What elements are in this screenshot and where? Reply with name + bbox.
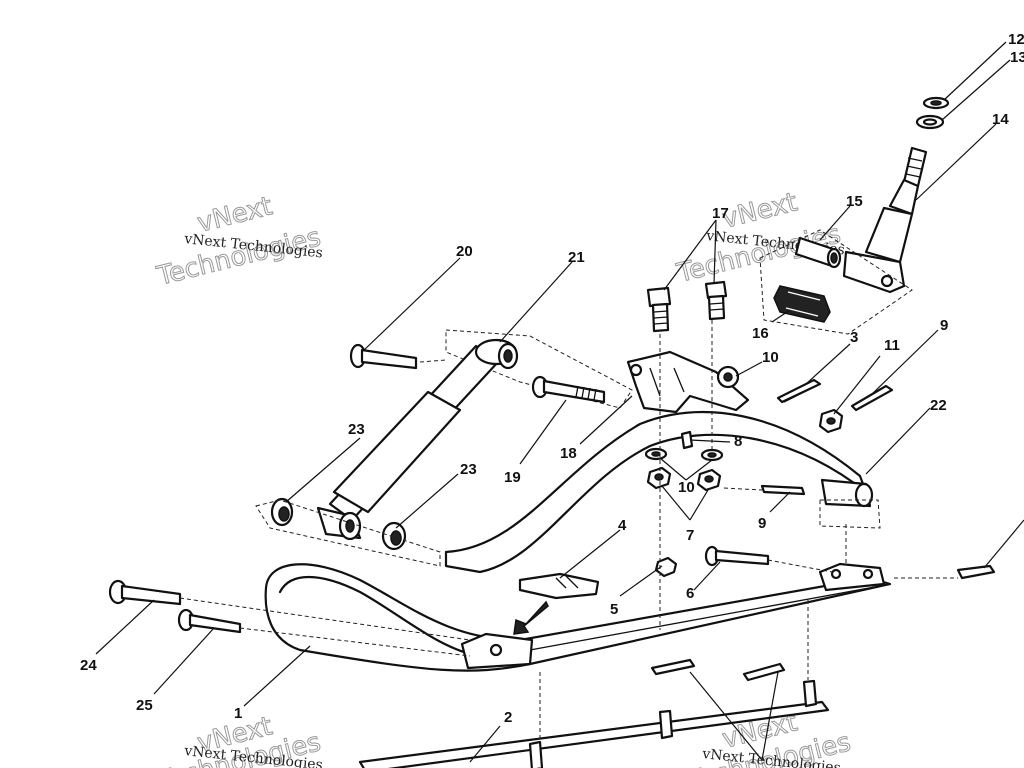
callout-23-left: 23 (348, 421, 365, 438)
spindle-bushing-10-upper (716, 365, 740, 389)
callout-17: 17 (712, 205, 729, 222)
cotter-pin-3 (776, 378, 822, 404)
callout-2: 2 (504, 709, 512, 726)
callout-5: 5 (610, 601, 618, 618)
shock-bushing-left-23 (270, 497, 294, 527)
spacer-8 (680, 430, 694, 450)
callout-14: 14 (992, 111, 1009, 128)
callout-24: 24 (80, 657, 97, 674)
shock-bolt-19 (531, 375, 606, 404)
alignment-lines (179, 320, 958, 740)
washer-10-lower (644, 447, 724, 462)
steering-spindle-14 (842, 146, 928, 294)
nut-11 (818, 408, 844, 434)
saddle-bolt-6 (704, 545, 770, 567)
callout-3: 3 (850, 329, 858, 346)
callout-20: 20 (456, 243, 473, 260)
callout-13: 13 (1010, 49, 1024, 66)
pivot-bolt-20 (349, 343, 418, 370)
callout-19: 19 (504, 469, 521, 486)
callout-12: 12 (1008, 31, 1024, 48)
bracket-bolt-17-right (704, 280, 728, 321)
shock-lower-guide (255, 499, 441, 567)
callout-10-lower-visible: 10 (678, 479, 695, 496)
ski-saddle-4 (518, 572, 600, 600)
wear-bar-2 (358, 679, 830, 768)
callout-9-lower: 9 (758, 515, 766, 532)
spindle-washer-12 (922, 96, 950, 110)
nut-5 (654, 556, 678, 578)
callout-23-right: 23 (460, 461, 477, 478)
ski-bolt-24 (108, 579, 182, 606)
leader-lines (95, 41, 1024, 763)
callout-1: 1 (234, 705, 242, 722)
bracket-bolt-17-left (646, 286, 672, 333)
watermark-top-right: vNext Technologies vNext Technologies (673, 187, 846, 290)
ski-bolt-25 (177, 608, 242, 634)
ski-mount-bracket-18 (626, 350, 750, 414)
spindle-bushing-15 (794, 236, 842, 269)
leaf-spring-22 (444, 411, 874, 574)
watermark-top-left: vNext Technologies vNext Technologies (153, 191, 324, 293)
cotter-pin-right-edge (956, 564, 996, 580)
spindle-washer-13 (915, 114, 945, 130)
cotter-pin-9-upper (850, 384, 894, 412)
ski-cotter-pins (650, 658, 786, 682)
cotter-pin-9-lower (760, 484, 806, 496)
spring-guide-box (819, 499, 881, 529)
spindle-bracket-16 (773, 285, 831, 323)
callout-16: 16 (752, 325, 769, 342)
callout-25: 25 (136, 697, 153, 714)
callout-6: 6 (686, 585, 694, 602)
callout-8: 8 (734, 433, 742, 450)
callout-4: 4 (618, 517, 627, 534)
callout-11-visible: 11 (884, 337, 900, 354)
direction-arrow (513, 600, 549, 635)
svg-text:vNext: vNext (719, 187, 800, 234)
callout-9-upper: 9 (940, 317, 948, 334)
callout-18: 18 (560, 445, 577, 462)
shock-guide-box (445, 329, 633, 409)
svg-text:vNext: vNext (194, 191, 275, 238)
callout-22: 22 (930, 397, 947, 414)
callout-15: 15 (846, 193, 863, 210)
callout-10-upper: 10 (762, 349, 779, 366)
nuts-7 (646, 466, 722, 492)
callout-7: 7 (686, 527, 694, 544)
callout-labels: 12 13 14 15 16 17 20 21 10 3 11 11 9 22 … (80, 31, 1024, 726)
ski-1 (264, 562, 892, 672)
callout-21: 21 (568, 249, 585, 266)
shock-bushing-right-23 (381, 521, 407, 551)
